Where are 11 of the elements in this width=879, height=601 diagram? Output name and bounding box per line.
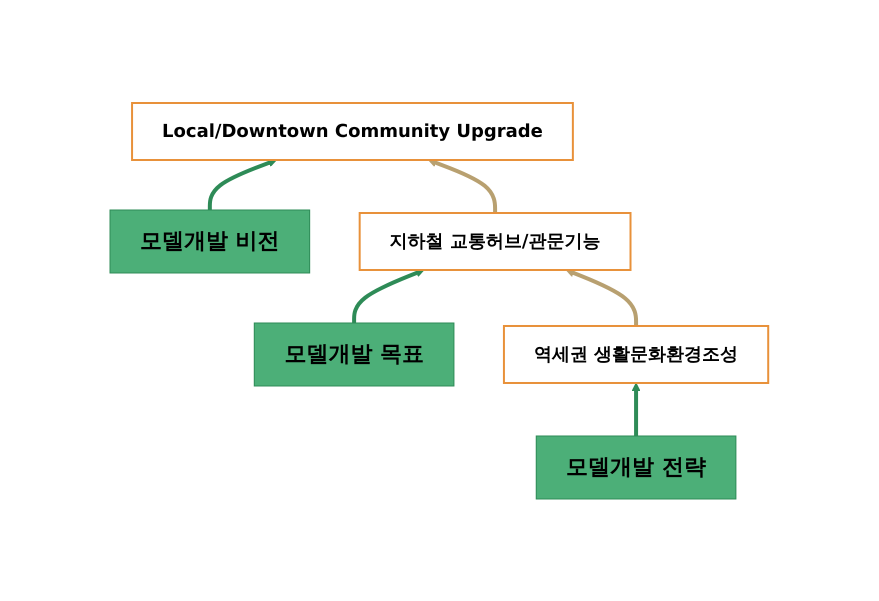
node-box: 모델개발 목표 — [254, 322, 455, 386]
node-box: 모델개발 전략 — [536, 434, 737, 499]
node-box: 모델개발 비전 — [110, 209, 311, 273]
arrow — [566, 268, 638, 326]
node-box: 역세권 생활문화환경조성 — [503, 324, 770, 384]
node-box: 지하철 교통허브/관문기능 — [359, 212, 632, 270]
arrow — [428, 158, 498, 212]
arrow — [632, 382, 641, 436]
arrow — [352, 268, 425, 322]
arrow — [208, 158, 278, 210]
node-box: Local/Downtown Community Upgrade — [131, 102, 574, 160]
